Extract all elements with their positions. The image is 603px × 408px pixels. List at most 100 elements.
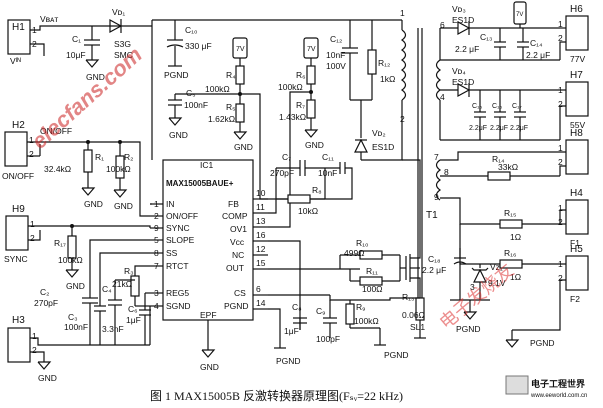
svg-text:C₆: C₆ [128,304,138,314]
label-h2-signal: ON/OFF [40,126,72,136]
svg-text:7V: 7V [307,46,316,53]
transformer-t1: 1 2 6 4 7 8 9 T1 [400,8,449,300]
svg-text:SYNC: SYNC [4,254,28,264]
resistor-r2: R₂ 100kΩ GND [106,142,133,211]
svg-text:C₃: C₃ [68,312,78,322]
svg-text:Vᴢ₁: Vᴢ₁ [490,262,503,272]
ic-pin-num-15: 15 [256,258,266,268]
svg-text:2.2μF: 2.2μF [510,125,528,132]
svg-text:GND: GND [169,130,188,140]
ic-pin-name-in: IN [166,199,175,209]
svg-text:3.3nF: 3.3nF [102,324,124,334]
svg-text:R₇: R₇ [296,100,305,110]
resistor-r17: R₁₇ 100kΩ GND [54,226,85,291]
svg-text:100nF: 100nF [64,322,88,332]
label-vbat: Vʙᴀᴛ [40,14,58,24]
svg-text:1: 1 [558,19,563,29]
svg-text:R₉: R₉ [356,302,366,312]
resistor-r14: R₁₄ 33kΩ [440,154,566,181]
svg-text:C₄: C₄ [102,284,112,294]
resistor-r13: R₁₃ 0.06Ω SL1 [402,292,426,339]
comp-network: C₇ 270pF C₁₁ 10nF R₈ 10kΩ [268,152,353,216]
cap-c8: C₈ 1μF [284,302,307,336]
svg-text:2.2μF: 2.2μF [469,125,487,132]
svg-text:R₁₆: R₁₆ [504,248,516,258]
svg-text:2: 2 [558,157,563,167]
svg-text:F1: F1 [570,238,580,248]
label-pgnd-ic: PGND [276,356,301,366]
connector-h5: H5 1 2 F2 [558,244,589,304]
svg-text:R₁₅: R₁₅ [504,208,516,218]
figure-caption: 图 1 MAX15005B 反激转换器原理图(Fₛᵥ=22 kHz) [150,388,403,403]
cap-c2: C₂ 270pF [34,287,98,345]
cap-c6: C₆ 1μF [126,292,151,345]
svg-text:C₈: C₈ [292,302,302,312]
svg-text:1.43kΩ: 1.43kΩ [279,112,306,122]
feedback-r4-r5: 7V R₄ 100kΩ R₅ 1.62kΩ GND [205,37,253,152]
svg-text:H2: H2 [12,120,25,131]
wire-vbat [30,25,152,31]
svg-text:GND: GND [305,140,324,150]
svg-text:ES1D: ES1D [452,15,474,25]
ic-pin-name-pgnd: PGND [224,301,249,311]
svg-text:R₁₂: R₁₂ [378,58,390,68]
ic-pin-name-comp: COMP [222,211,248,221]
ovp-r6-r7: 7V R₆ 100kΩ R₇ 1.43kΩ GND [278,37,324,150]
ic-pin-name-ss: SS [166,248,178,258]
svg-text:C₅: C₅ [186,88,196,98]
connector-h8: H8 1 2 [558,128,589,175]
svg-text:1: 1 [30,219,35,229]
output-55v: Vᴅ₄ ES1D C₁₅ 2.2μF C₁₆ 2.2μF C₁₇ 2.2μF [440,66,560,141]
svg-text:C₁₄: C₁₄ [530,38,543,48]
svg-text:4: 4 [440,92,445,102]
cap-c4: C₄ 3.3nF [102,280,124,345]
svg-text:2: 2 [400,114,405,124]
wire-sgnd [30,337,150,346]
svg-text:77V: 77V [570,54,585,64]
svg-text:R₁: R₁ [95,152,104,162]
ic-pin-name-slope: SLOPE [166,235,195,245]
wire-onoff-ic [88,141,150,217]
svg-text:C₁₀: C₁₀ [185,25,198,35]
svg-text:1kΩ: 1kΩ [380,74,395,84]
svg-text:10nF: 10nF [318,168,337,178]
svg-text:270pF: 270pF [34,298,58,308]
svg-text:C₉: C₉ [316,306,326,316]
svg-text:PGND: PGND [164,70,189,80]
connector-h9: H9 1 2 SYNC [4,204,35,264]
svg-text:2.2 μF: 2.2 μF [422,265,446,275]
label-gnd-epf: GND [200,362,219,372]
eeworld-logo-url: www.eeworld.com.cn [530,393,587,399]
svg-text:100kΩ: 100kΩ [205,84,230,94]
svg-text:ES1D: ES1D [372,142,394,152]
svg-text:C₁₂: C₁₂ [330,34,342,44]
svg-text:1: 1 [32,331,37,341]
connector-h1: H1 1 2 Vᴵᴺ [7,19,37,66]
eeworld-logo-text: 电子工程世界 [531,378,585,389]
mosfet [400,159,421,298]
svg-text:SL1: SL1 [410,322,425,332]
svg-text:GND: GND [234,142,253,152]
svg-text:6: 6 [440,20,445,30]
ic-pin-name-rtct: RTCT [166,261,189,271]
svg-text:H6: H6 [570,4,583,15]
svg-text:SMC: SMC [114,50,133,60]
svg-text:C₁₁: C₁₁ [322,152,334,162]
svg-text:F2: F2 [570,294,580,304]
svg-text:100nF: 100nF [184,100,208,110]
svg-text:1μF: 1μF [284,326,299,336]
svg-text:1Ω: 1Ω [510,272,521,282]
svg-text:100kΩ: 100kΩ [106,164,131,174]
svg-text:2.2μF: 2.2μF [490,125,508,132]
ic1-epf: EPF [200,310,217,320]
svg-text:C₁₃: C₁₃ [480,32,492,42]
wire-sync [28,225,151,228]
resistor-r15: R₁₅ 1Ω [440,197,566,242]
watermark-cn: 电子发烧友 [436,260,518,334]
resistor-r3: R₃ 21kΩ [112,266,140,306]
label-pgnd-cs: PGND [384,350,409,360]
svg-text:C₂: C₂ [40,287,49,297]
svg-text:R₁₀: R₁₀ [356,238,369,248]
svg-text:2: 2 [558,273,563,283]
svg-text:1μF: 1μF [126,315,141,325]
